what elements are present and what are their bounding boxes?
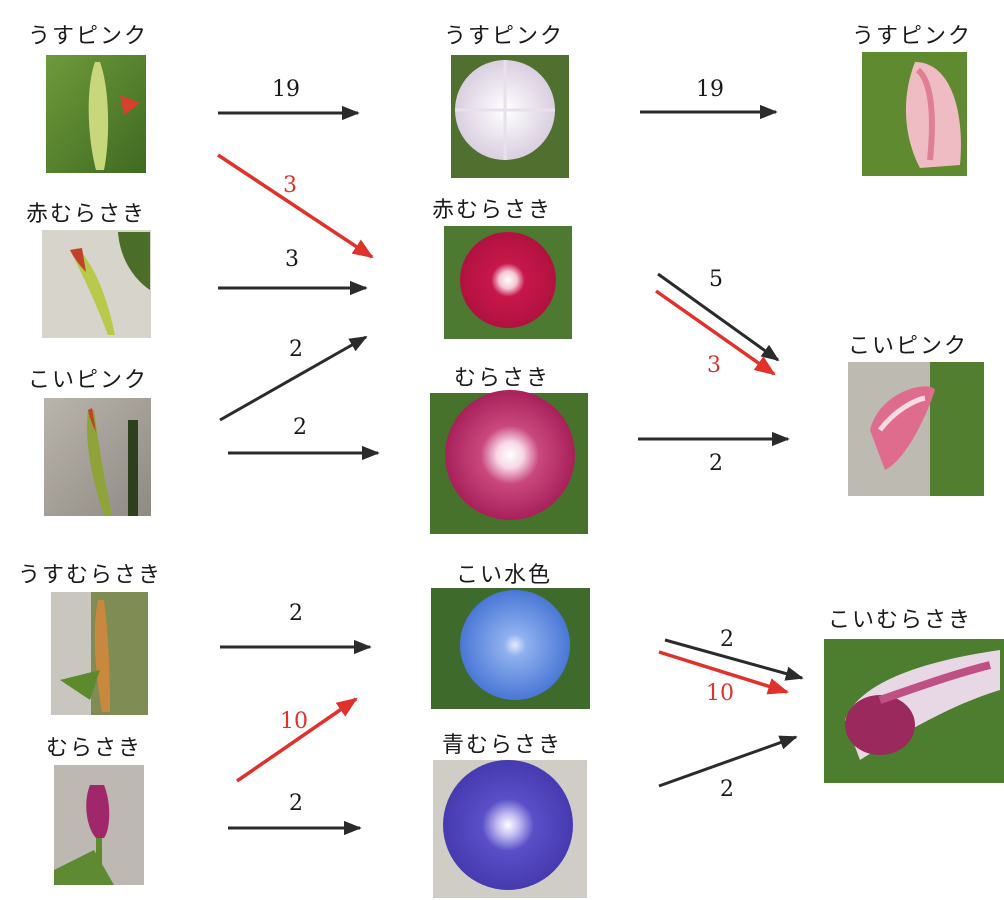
bud-label: こいピンク (28, 362, 148, 394)
edge-count: 2 (289, 337, 303, 362)
bud-label: 赤むらさき (26, 196, 146, 228)
edge-count-red: 3 (707, 353, 721, 378)
bud-photo-pale-purple (51, 592, 148, 715)
bud-photo-red-purple (42, 230, 151, 338)
bud-label: むらさき (46, 730, 142, 762)
bud-label: うすピンク (28, 18, 148, 50)
wilted-label: うすピンク (852, 18, 972, 50)
bud-photo-purple (54, 765, 144, 885)
wilted-label: こいむらさき (828, 602, 972, 634)
edge-count: 2 (289, 601, 303, 626)
flower-label: こい水色 (456, 557, 552, 589)
flower-label: むらさき (454, 360, 550, 392)
bud-photo-deep-pink (44, 398, 151, 516)
edge-count: 2 (709, 451, 723, 476)
edge-count-red: 3 (283, 173, 297, 198)
edge-count: 2 (720, 777, 734, 802)
flower-label: 青むらさき (442, 727, 562, 759)
edge-count-red: 10 (706, 681, 734, 706)
flower-label: 赤むらさき (432, 192, 552, 224)
wilted-label: こいピンク (848, 328, 968, 360)
edge-count: 5 (709, 267, 723, 292)
bud-photo-pale-pink (46, 55, 146, 173)
flower-label: うすピンク (444, 18, 564, 50)
edge-count: 19 (696, 77, 724, 102)
edge-count-red: 10 (280, 709, 308, 734)
edge-count: 2 (293, 415, 307, 440)
edge-count: 2 (289, 791, 303, 816)
flower-photo-purple (430, 390, 588, 534)
flower-photo-red-purple (444, 226, 572, 339)
flower-photo-pale-pink (451, 55, 569, 178)
wilted-photo-deep-pink (848, 362, 984, 496)
edge-count: 3 (285, 247, 299, 272)
wilted-photo-pale-pink (862, 52, 967, 176)
edge-count: 19 (272, 77, 300, 102)
flower-photo-blue-purple (433, 760, 587, 898)
bud-label: うすむらさき (18, 557, 162, 589)
arrow-bud1-to-flower2-red (218, 155, 372, 257)
edge-count: 2 (720, 627, 734, 652)
flower-photo-deep-light-blue (431, 588, 590, 709)
wilted-photo-deep-purple (824, 639, 1004, 783)
